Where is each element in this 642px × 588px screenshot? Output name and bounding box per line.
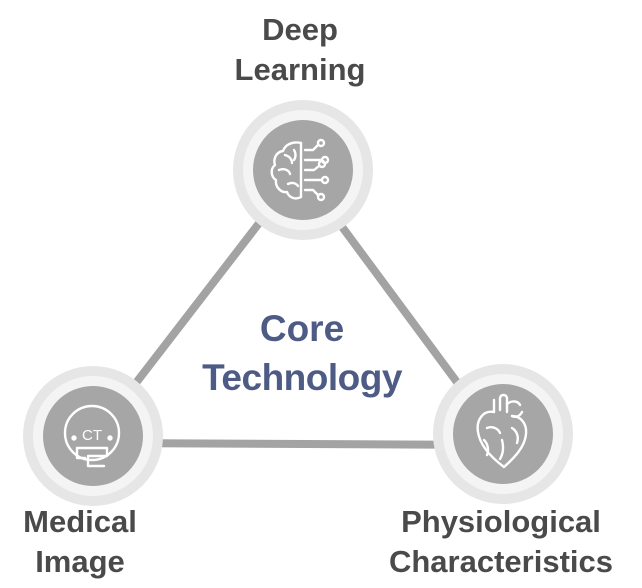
medical-image-label-line-2: Image [35, 544, 125, 579]
ct-scanner-label: CT [82, 427, 102, 444]
physiological-label-line-2: Characteristics [388, 544, 613, 579]
node-deep-learning [233, 100, 373, 240]
medical-image-label: Medical Image [0, 502, 160, 582]
deep-learning-label-line-2: Learning [234, 52, 366, 87]
center-title-line-1: Core [260, 308, 344, 349]
center-title-line-2: Technology [202, 357, 403, 398]
medical-image-label-line-1: Medical [23, 504, 137, 539]
physiological-label: Physiological Characteristics [362, 502, 640, 582]
node-medical-image: CT [23, 366, 163, 506]
ct-scanner-icon: CT [63, 404, 121, 468]
node-physiological [433, 364, 573, 504]
deep-learning-label: Deep Learning [200, 10, 400, 90]
heart-icon [476, 393, 528, 469]
brain-circuit-icon [270, 138, 330, 202]
physiological-label-line-1: Physiological [401, 504, 601, 539]
deep-learning-label-line-1: Deep [262, 12, 338, 47]
